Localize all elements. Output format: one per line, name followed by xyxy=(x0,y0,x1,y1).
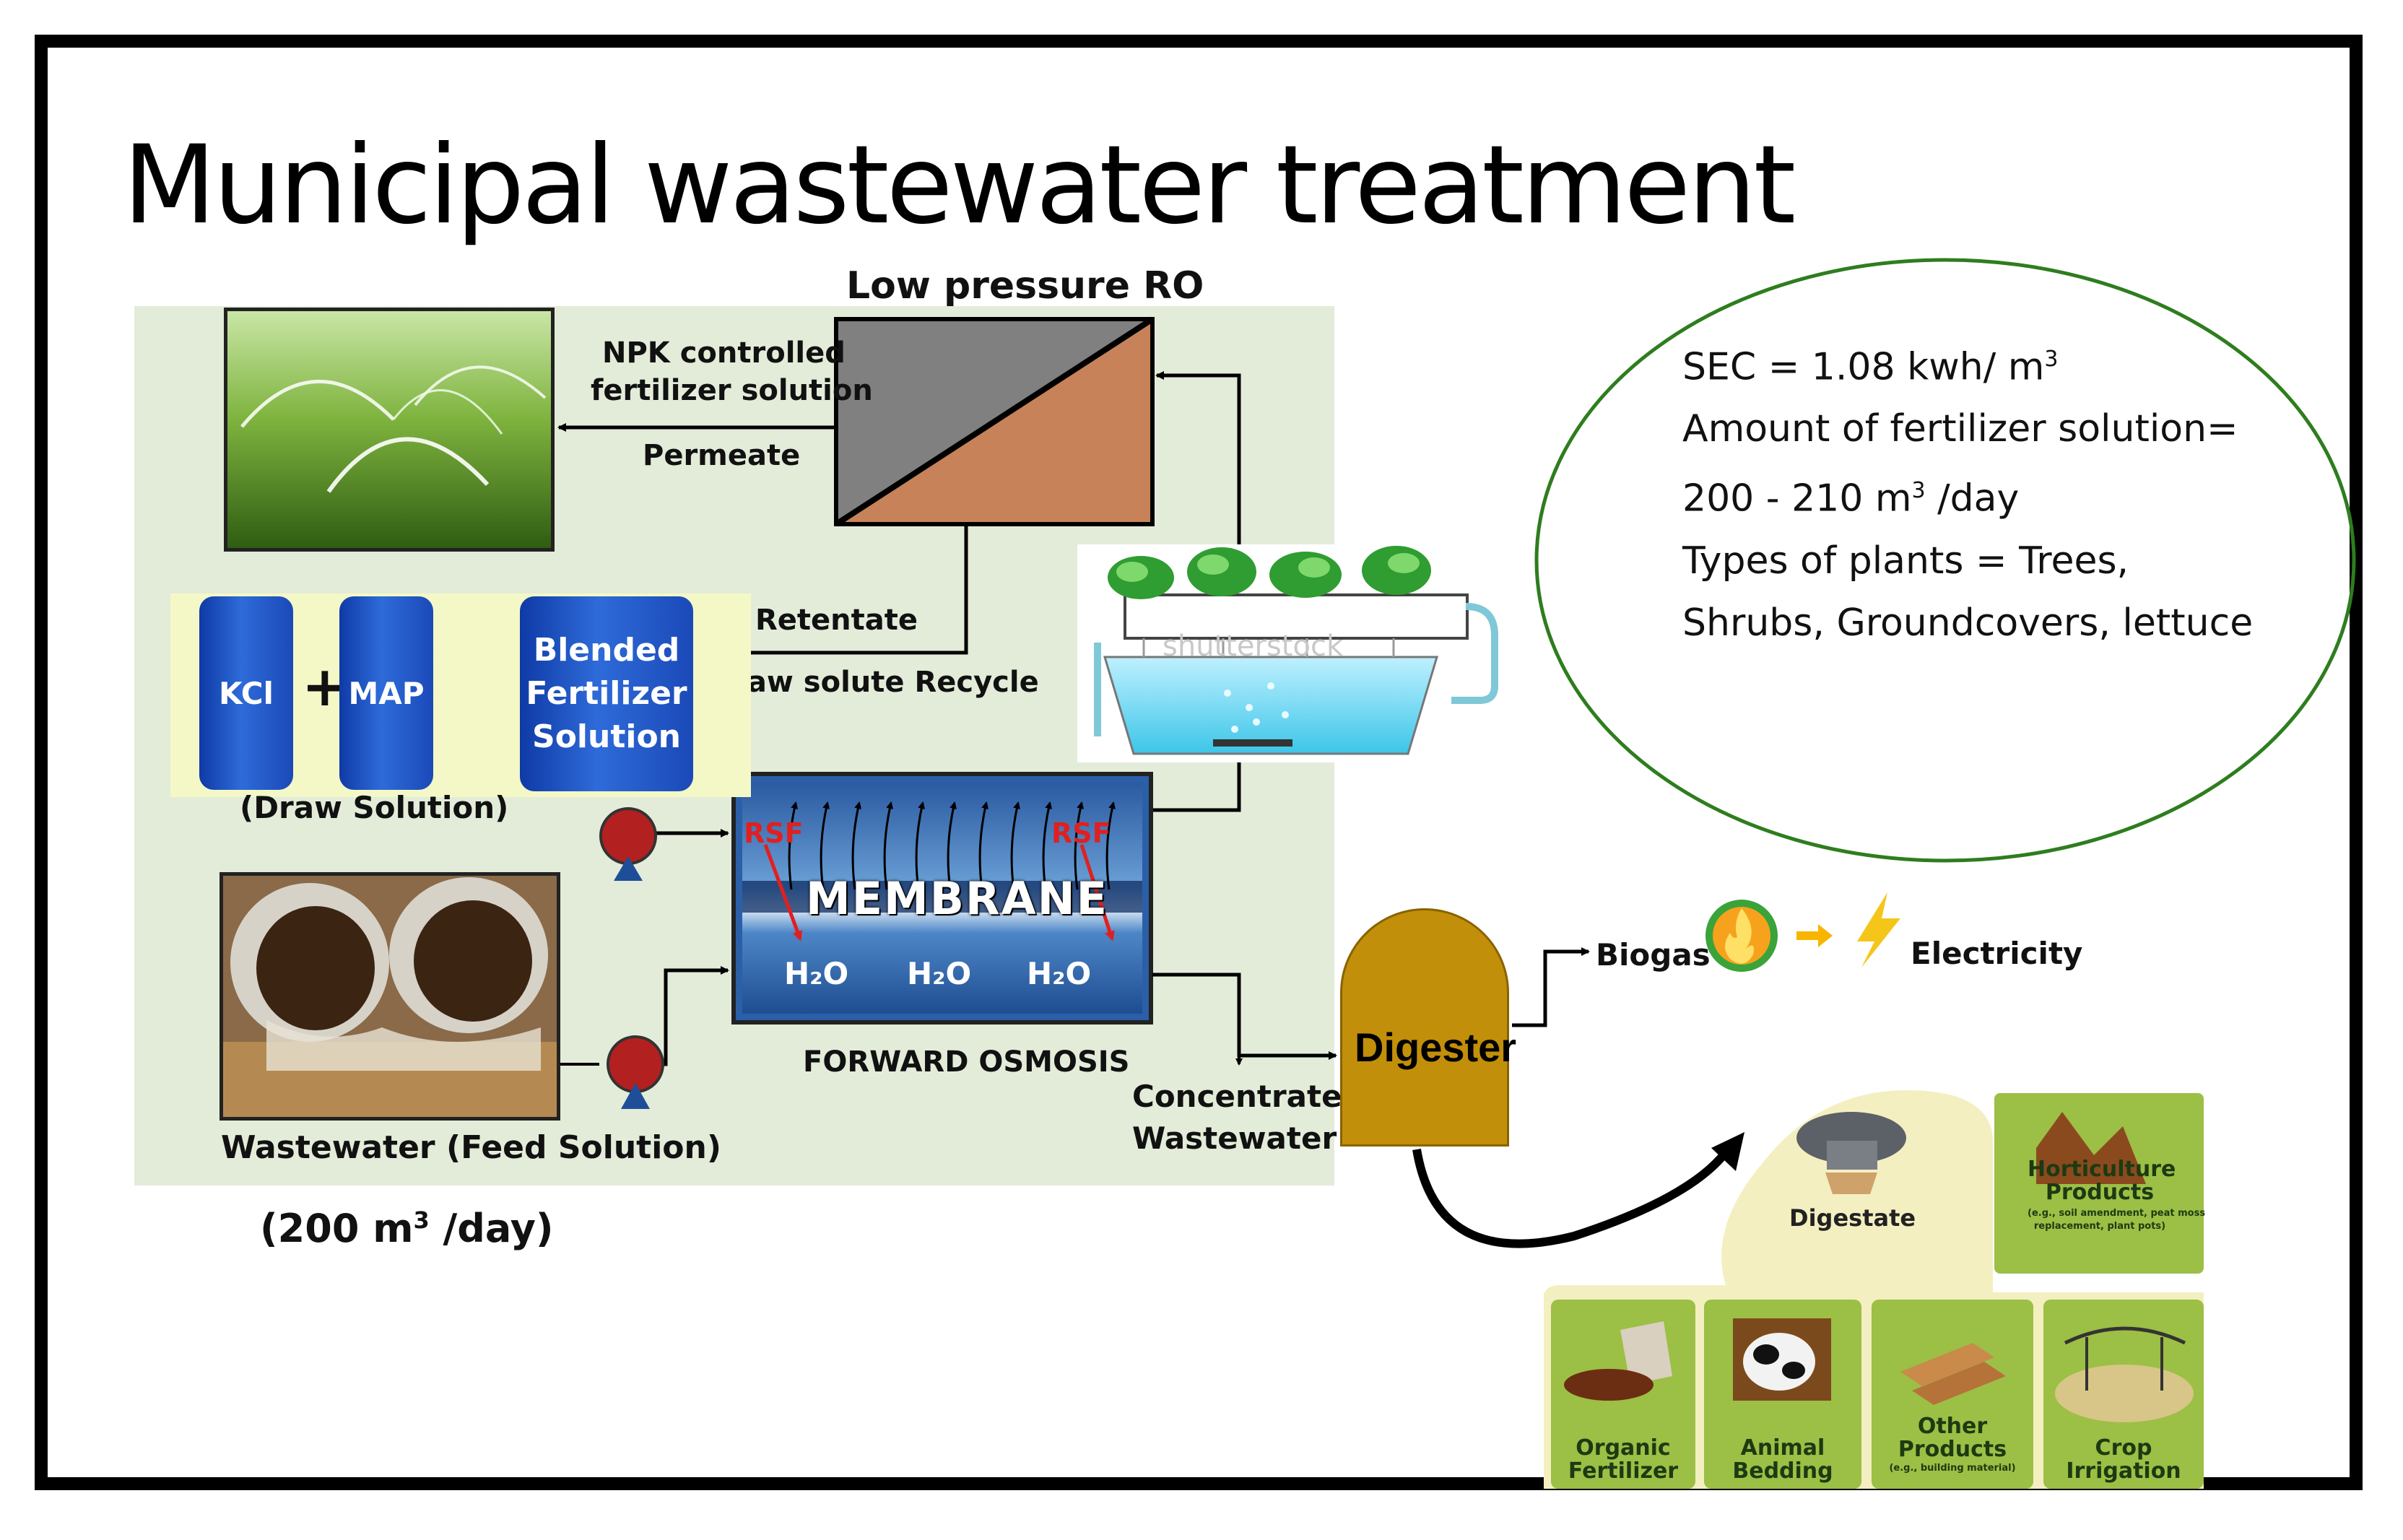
feed-pump-line xyxy=(663,966,729,1066)
irrigation-icon xyxy=(2055,1326,2194,1422)
rsf-label-right: RSF xyxy=(1051,817,1111,849)
range-text: 200 - 210 m xyxy=(1682,477,1912,521)
blended-label-line3: Solution xyxy=(532,718,681,755)
range-suffix: /day xyxy=(1925,477,2020,521)
electricity-label: Electricity xyxy=(1911,936,2083,971)
draw-pump xyxy=(599,807,657,881)
h2o-label-1: H₂O xyxy=(784,956,849,991)
biogas-to-electricity-arrow xyxy=(1796,924,1833,947)
crop-line2: Irrigation xyxy=(2066,1458,2181,1484)
horticulture-line1: Horticulture xyxy=(2028,1157,2176,1182)
concentrate-to-digester-line xyxy=(1152,973,1337,1060)
feed-pump xyxy=(607,1035,664,1109)
wastewater-feed-label: Wastewater (Feed Solution) xyxy=(221,1129,721,1166)
digester-tank xyxy=(1340,908,1509,1147)
concentrate-label-line1: Concentrate xyxy=(1132,1079,1342,1114)
organic-line2: Fertilizer xyxy=(1568,1458,1679,1484)
horticulture-note1: (e.g., soil amendment, peat moss xyxy=(2028,1208,2206,1219)
plants-line-1: Types of plants = Trees, xyxy=(1682,539,2129,583)
blended-barrel: Blended Fertilizer Solution xyxy=(520,596,693,791)
sec-sup: 3 xyxy=(2044,347,2059,372)
npk-label-line2: fertilizer solution xyxy=(591,374,873,407)
flow-rate-suffix: /day) xyxy=(429,1206,554,1251)
rsf-label-left: RSF xyxy=(744,817,804,849)
info-ellipse xyxy=(1534,258,2356,863)
ro-unit xyxy=(834,316,1155,527)
horticulture-note2: replacement, plant pots) xyxy=(2033,1221,2166,1232)
retentate-line xyxy=(690,524,968,657)
h2o-label-3: H₂O xyxy=(1027,956,1092,991)
biogas-flame-icon xyxy=(1705,900,1778,972)
other-products-label: Other Products (e.g., building material) xyxy=(1872,1415,2033,1476)
flow-rate-label: (200 m3 /day) xyxy=(260,1206,554,1251)
permeate-label: Permeate xyxy=(643,439,801,472)
crop-irrigation-tile xyxy=(2043,1300,2204,1489)
map-label: MAP xyxy=(348,675,425,711)
draw-solute-recycle-label: Draw solute Recycle xyxy=(709,666,1039,699)
sprinkler-image xyxy=(227,311,551,548)
digester-to-biogas-line xyxy=(1512,947,1590,1027)
digestate-curve-arrow xyxy=(1412,1149,1729,1248)
horticulture-line2: Products xyxy=(2045,1180,2155,1205)
range-sup: 3 xyxy=(1911,478,1926,504)
range-line: 200 - 210 m3 /day xyxy=(1682,460,2253,529)
organic-fertilizer-label: Organic Fertilizer xyxy=(1551,1437,1695,1483)
animal-line2: Bedding xyxy=(1732,1458,1833,1484)
organic-fertilizer-tile xyxy=(1551,1300,1695,1489)
fertilizer-bag-icon xyxy=(1564,1321,1672,1401)
crop-line1: Crop xyxy=(2095,1435,2152,1461)
other-note: (e.g., building material) xyxy=(1889,1463,2016,1474)
biogas-label: Biogas xyxy=(1596,937,1711,973)
horticulture-label: Horticulture Products (e.g., soil amendm… xyxy=(2028,1157,2206,1233)
kcl-barrel: KCl xyxy=(199,596,293,790)
draw-solution-label: (Draw Solution) xyxy=(240,790,509,825)
other-products-tile xyxy=(1872,1300,2033,1489)
lumber-icon xyxy=(1900,1343,2006,1405)
sec-line: SEC = 1.08 kwh/ m3 xyxy=(1682,329,2253,398)
crop-irrigation-label: Crop Irrigation xyxy=(2043,1437,2204,1483)
other-line2: Products xyxy=(1898,1437,2007,1462)
cow-icon xyxy=(1733,1318,1831,1401)
concentrate-label-line2: Wastewater xyxy=(1132,1121,1337,1156)
shutterstock-watermark: shutterstock xyxy=(1163,630,1344,663)
other-line1: Other xyxy=(1917,1414,1988,1439)
blended-label-line2: Fertilizer xyxy=(526,675,687,712)
animal-line1: Animal xyxy=(1740,1435,1825,1461)
wastewater-photo xyxy=(220,872,560,1121)
amount-line: Amount of fertilizer solution= xyxy=(1682,407,2238,451)
sprinkler-photo xyxy=(224,308,555,552)
npk-label-line1: NPK controlled xyxy=(602,336,846,370)
organic-line1: Organic xyxy=(1576,1435,1671,1461)
blended-label-line1: Blended xyxy=(533,632,680,669)
forward-osmosis-module xyxy=(731,772,1153,1025)
animal-bedding-label: Animal Bedding xyxy=(1704,1437,1861,1483)
lightning-icon xyxy=(1857,892,1900,967)
digestate-label: Digestate xyxy=(1789,1204,1916,1232)
retentate-label: Retentate xyxy=(755,604,918,637)
kcl-label: KCl xyxy=(219,675,274,711)
ro-label: Low pressure RO xyxy=(846,264,1204,308)
plants-line-2: Shrubs, Groundcovers, lettuce xyxy=(1682,601,2254,645)
flow-rate-prefix: (200 m xyxy=(260,1206,414,1251)
info-text-block: SEC = 1.08 kwh/ m3 Amount of fertilizer … xyxy=(1682,329,2253,654)
hydroponic-system xyxy=(1077,544,1498,762)
slide-title: Municipal wastewater treatment xyxy=(123,123,1796,248)
forward-osmosis-label: FORWARD OSMOSIS xyxy=(803,1045,1130,1079)
map-barrel: MAP xyxy=(339,596,433,790)
membrane-label: MEMBRANE xyxy=(806,872,1108,925)
animal-bedding-tile xyxy=(1704,1300,1861,1489)
digester-label: Digester xyxy=(1355,1025,1517,1070)
h2o-label-2: H₂O xyxy=(907,956,972,991)
sec-text: SEC = 1.08 kwh/ m xyxy=(1682,345,2045,389)
flow-rate-sup: 3 xyxy=(413,1206,430,1234)
wastewater-pipes-image xyxy=(223,876,557,1117)
